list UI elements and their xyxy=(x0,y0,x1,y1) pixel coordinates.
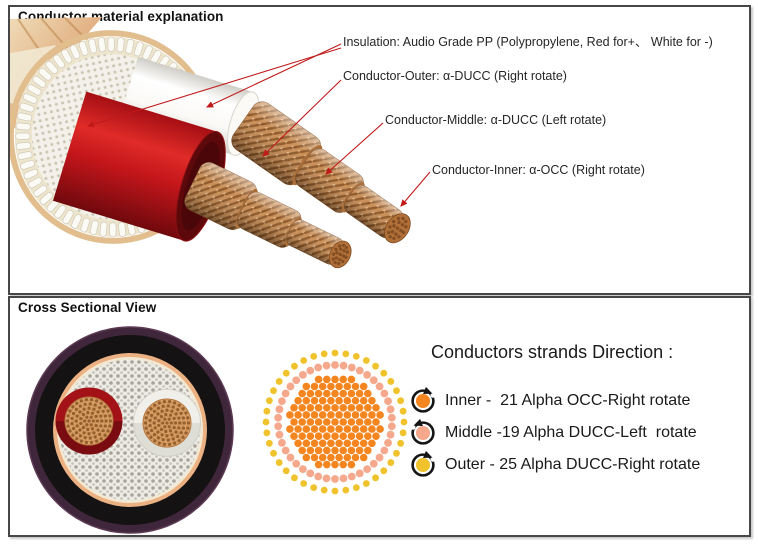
legend-label: Middle -19 Alpha DUCC-Left rotate xyxy=(445,424,697,441)
annotation-conductor-outer: Conductor-Outer: α-DUCC (Right rotate) xyxy=(343,69,567,83)
white-conductor-section xyxy=(133,389,201,457)
cable-cross-section xyxy=(26,326,234,534)
cross-section-illustration xyxy=(26,326,408,534)
annotation-conductor-inner: Conductor-Inner: α-OCC (Right rotate) xyxy=(432,163,645,177)
strand-arrangement-diagram xyxy=(262,349,408,495)
rotate-cw-icon xyxy=(409,450,437,479)
legend-item-middle: Middle -19 Alpha DUCC-Left rotate xyxy=(409,418,697,447)
panel-cross-section: Cross Sectional View xyxy=(8,296,751,537)
legend-item-inner: Inner - 21 Alpha OCC-Right rotate xyxy=(409,386,691,415)
legend-label: Outer - 25 Alpha DUCC-Right rotate xyxy=(445,456,701,473)
copper-rope-lower xyxy=(184,162,352,269)
rotate-cw-icon xyxy=(409,386,437,415)
panel-title: Cross Sectional View xyxy=(18,300,157,315)
annotation-conductor-middle: Conductor-Middle: α-DUCC (Left rotate) xyxy=(385,113,607,127)
red-conductor-section xyxy=(55,387,123,455)
legend-item-outer: Outer - 25 Alpha DUCC-Right rotate xyxy=(409,450,701,479)
panel-conductor-material: Conductor material explanation xyxy=(8,5,751,295)
annotation-insulation: Insulation: Audio Grade PP (Polypropylen… xyxy=(343,35,713,49)
legend-label: Inner - 21 Alpha OCC-Right rotate xyxy=(445,392,691,409)
annotation-leader-lines xyxy=(86,43,431,207)
legend-title: Conductors strands Direction : xyxy=(431,342,674,362)
rotate-ccw-icon xyxy=(409,418,437,447)
cable-3d-illustration xyxy=(10,16,431,269)
